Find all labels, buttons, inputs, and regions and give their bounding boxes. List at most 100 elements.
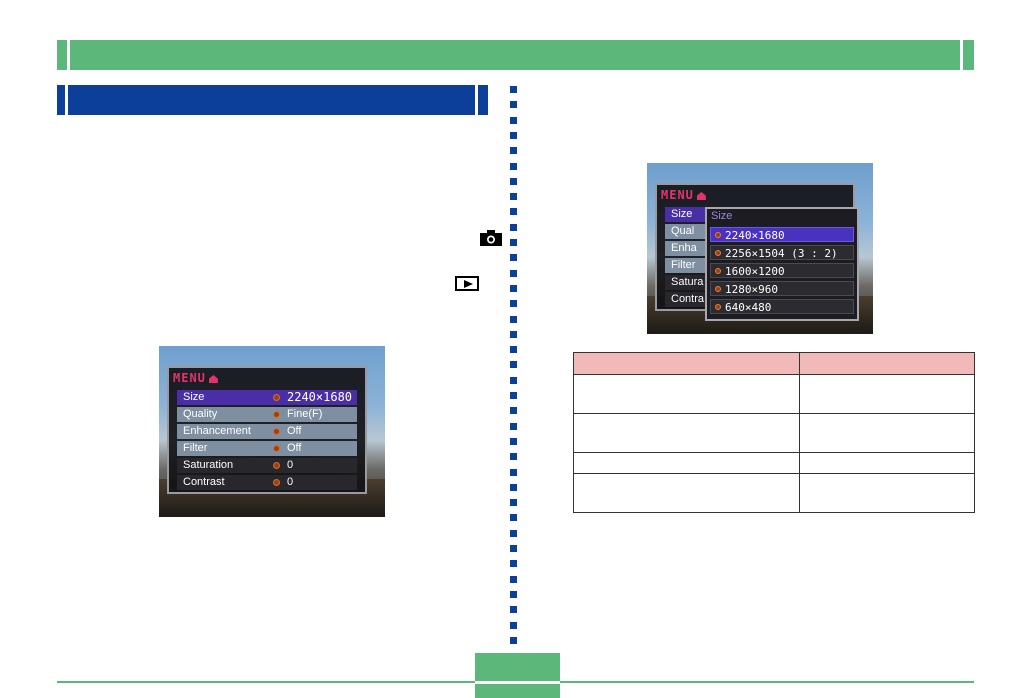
divider-dot xyxy=(510,591,517,598)
menu-row-saturation[interactable]: Saturation 0 xyxy=(177,458,357,473)
bullet-icon xyxy=(273,411,280,418)
bullet-icon xyxy=(715,286,721,292)
menu-row-label: Quality xyxy=(183,408,218,420)
divider-dot xyxy=(510,423,517,430)
menu-row-size[interactable]: Size 2240×1680 xyxy=(177,390,357,405)
table-row xyxy=(573,473,975,513)
size-submenu: Size 2240×1680 2256×1504 (3 : 2) 1600×12… xyxy=(705,207,859,321)
size-table xyxy=(573,352,975,513)
menu-row-value: Fine(F) xyxy=(287,408,323,420)
menu-row-label: Saturation xyxy=(183,459,234,471)
table-header-row xyxy=(573,352,975,375)
divider-dot xyxy=(510,637,517,644)
size-option-label: 1600×1200 xyxy=(725,265,785,278)
menu-panel: MENU Size 2240×1680 Quality Fine(F) Enha… xyxy=(167,366,367,494)
divider-dot xyxy=(510,392,517,399)
column-divider xyxy=(510,86,518,646)
divider-dot xyxy=(510,300,517,307)
bullet-icon xyxy=(273,479,280,486)
page-tab-gap xyxy=(475,681,560,684)
table-row xyxy=(573,374,975,414)
divider-dot xyxy=(510,331,517,338)
size-option[interactable]: 640×480 xyxy=(710,299,854,314)
table-header-cell xyxy=(573,352,800,375)
section-title-bar xyxy=(57,85,488,115)
size-option-label: 2256×1504 (3 : 2) xyxy=(725,247,838,260)
divider-dot xyxy=(510,484,517,491)
bullet-icon xyxy=(273,394,280,401)
size-option[interactable]: 2240×1680 xyxy=(710,227,854,242)
menu-row-label: Enha xyxy=(671,242,697,254)
menu-row-label: Qual xyxy=(671,225,695,237)
divider-dot xyxy=(510,117,517,124)
divider-dot xyxy=(510,101,517,108)
menu-row-label: Enhancement xyxy=(183,425,251,437)
divider-dot xyxy=(510,438,517,445)
table-cell xyxy=(799,413,975,453)
divider-dot xyxy=(510,407,517,414)
menu-row-label: Filter xyxy=(183,442,208,454)
menu-row-contrast[interactable]: Contrast 0 xyxy=(177,475,357,490)
divider-dot xyxy=(510,606,517,613)
size-option-label: 2240×1680 xyxy=(725,229,785,242)
menu-row-value: 0 xyxy=(287,459,294,471)
bullet-icon xyxy=(273,445,280,452)
divider-dot xyxy=(510,622,517,629)
divider-dot xyxy=(510,239,517,246)
size-option-label: 1280×960 xyxy=(725,283,778,296)
submenu-title: Size xyxy=(711,210,733,222)
divider-dot xyxy=(510,346,517,353)
camera-screen-menu: MENU Size 2240×1680 Quality Fine(F) Enha… xyxy=(159,346,385,517)
table-cell xyxy=(573,452,800,474)
camera-mode-icon xyxy=(696,192,706,200)
menu-row-value: Off xyxy=(287,425,302,437)
menu-row-label: Contrast xyxy=(183,476,225,488)
menu-row-value: 2240×1680 xyxy=(287,390,353,404)
menu-row-label: Satura xyxy=(671,276,704,288)
divider-dot xyxy=(510,147,517,154)
size-option-label: 640×480 xyxy=(725,301,772,314)
bullet-icon xyxy=(273,462,280,469)
menu-title-text: MENU xyxy=(173,371,206,385)
table-cell xyxy=(799,473,975,513)
divider-dot xyxy=(510,530,517,537)
divider-dot xyxy=(510,86,517,93)
size-option[interactable]: 2256×1504 (3 : 2) xyxy=(710,245,854,260)
menu-row-filter[interactable]: Filter Off xyxy=(177,441,357,456)
table-cell xyxy=(573,473,800,513)
divider-dot xyxy=(510,224,517,231)
divider-dot xyxy=(510,377,517,384)
divider-dot xyxy=(510,316,517,323)
size-option[interactable]: 1600×1200 xyxy=(710,263,854,278)
divider-dot xyxy=(510,163,517,170)
bullet-icon xyxy=(273,428,280,435)
menu-title-text: MENU xyxy=(661,188,694,202)
table-cell xyxy=(573,374,800,414)
divider-dot xyxy=(510,576,517,583)
section-bar-divider xyxy=(475,85,478,115)
table-row xyxy=(573,413,975,453)
divider-dot xyxy=(510,361,517,368)
table-cell xyxy=(799,374,975,414)
divider-dot xyxy=(510,545,517,552)
play-icon xyxy=(455,276,479,291)
menu-title: MENU xyxy=(173,371,218,385)
menu-row-quality[interactable]: Quality Fine(F) xyxy=(177,407,357,422)
divider-dot xyxy=(510,193,517,200)
divider-dot xyxy=(510,132,517,139)
menu-row-enhancement[interactable]: Enhancement Off xyxy=(177,424,357,439)
camera-screen-size-submenu: MENU Size 680 Qual Enha Filter Satura Co… xyxy=(647,163,873,334)
menu-row-label: Contra xyxy=(671,293,705,305)
divider-dot xyxy=(510,469,517,476)
size-option[interactable]: 1280×960 xyxy=(710,281,854,296)
table-cell xyxy=(573,413,800,453)
menu-title: MENU xyxy=(661,188,706,202)
camera-icon xyxy=(480,230,502,246)
table-row xyxy=(573,452,975,474)
table-header-cell xyxy=(799,352,975,375)
divider-dot xyxy=(510,254,517,261)
divider-dot xyxy=(510,285,517,292)
divider-dot xyxy=(510,208,517,215)
menu-row-value: 0 xyxy=(287,476,294,488)
header-bar-divider xyxy=(960,40,963,70)
